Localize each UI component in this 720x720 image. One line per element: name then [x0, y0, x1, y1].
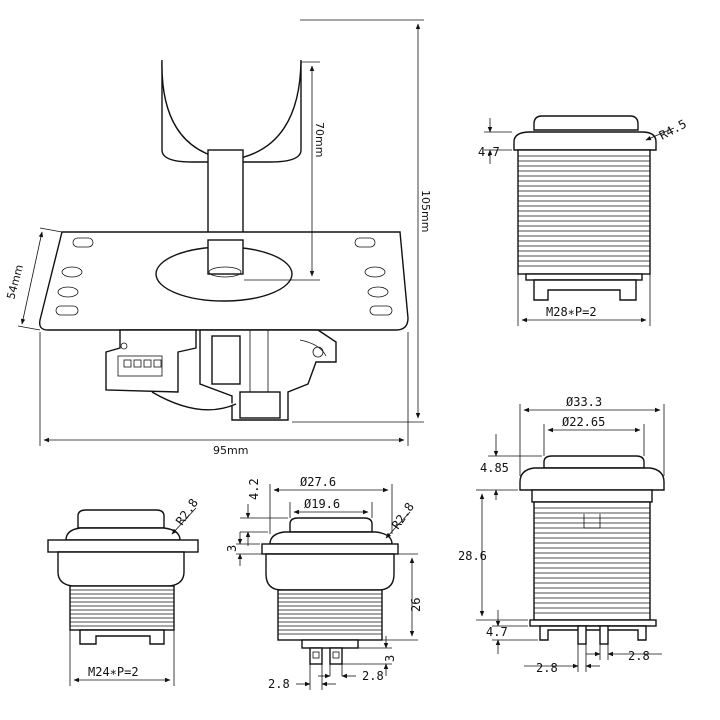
dim-95mm: 95mm — [39, 332, 409, 457]
label-center-26: 26 — [409, 598, 423, 612]
button-center-thread — [278, 593, 382, 635]
label-lit-dia-outer: Ø33.3 — [566, 395, 602, 409]
mount-plate — [38, 231, 409, 331]
label-center-pin2: 2.8 — [362, 669, 384, 683]
button-large-drawing: 4.7 R4.5 M28∗P=2 — [478, 115, 689, 326]
label-lit-pin1: 2.8 — [536, 661, 558, 675]
label-small-r28: R2.8 — [173, 496, 201, 528]
button-lit-thread — [534, 507, 650, 614]
label-center-r28: R2.8 — [389, 500, 417, 532]
label-small-thread: M24∗P=2 — [88, 665, 139, 679]
label-lit-pin2: 2.8 — [628, 649, 650, 663]
label-lit-28-6: 28.6 — [458, 549, 487, 563]
button-small-drawing: R2.8 M24∗P=2 — [47, 496, 201, 686]
label-lit-4-85: 4.85 — [480, 461, 509, 475]
button-large-thread — [518, 155, 650, 267]
label-center-4-2: 4.2 — [247, 478, 261, 500]
dim-105mm: 105mm — [292, 19, 432, 423]
label-lit-4-7: 4.7 — [486, 625, 508, 639]
label-large-thread: M28∗P=2 — [546, 305, 597, 319]
button-small-thread — [70, 589, 174, 627]
joystick-ball — [161, 59, 302, 163]
label-lit-dia-inner: Ø22.65 — [562, 415, 605, 429]
button-lit-drawing: Ø33.3 Ø22.65 4.85 28.6 4.7 2.8 2.8 — [458, 395, 665, 675]
label-54mm: 54mm — [4, 263, 26, 301]
dim-70mm: 70mm — [244, 61, 326, 281]
label-95mm: 95mm — [213, 444, 248, 457]
button-center-drawing: Ø27.6 Ø19.6 4.2 3 R2.8 26 3 — [225, 475, 423, 691]
label-center-3a: 3 — [225, 545, 239, 552]
label-center-pin1: 2.8 — [268, 677, 290, 691]
joystick-mechanism — [105, 329, 337, 421]
label-center-3b: 3 — [383, 655, 397, 662]
label-large-r45: R4.5 — [657, 117, 689, 143]
label-center-dia-outer: Ø27.6 — [300, 475, 336, 489]
label-center-dia-inner: Ø19.6 — [304, 497, 340, 511]
label-105mm: 105mm — [419, 190, 432, 232]
label-large-4-7: 4.7 — [478, 145, 500, 159]
label-70mm: 70mm — [313, 122, 326, 157]
joystick-drawing: 70mm 105mm 95mm 54mm — [4, 19, 432, 457]
